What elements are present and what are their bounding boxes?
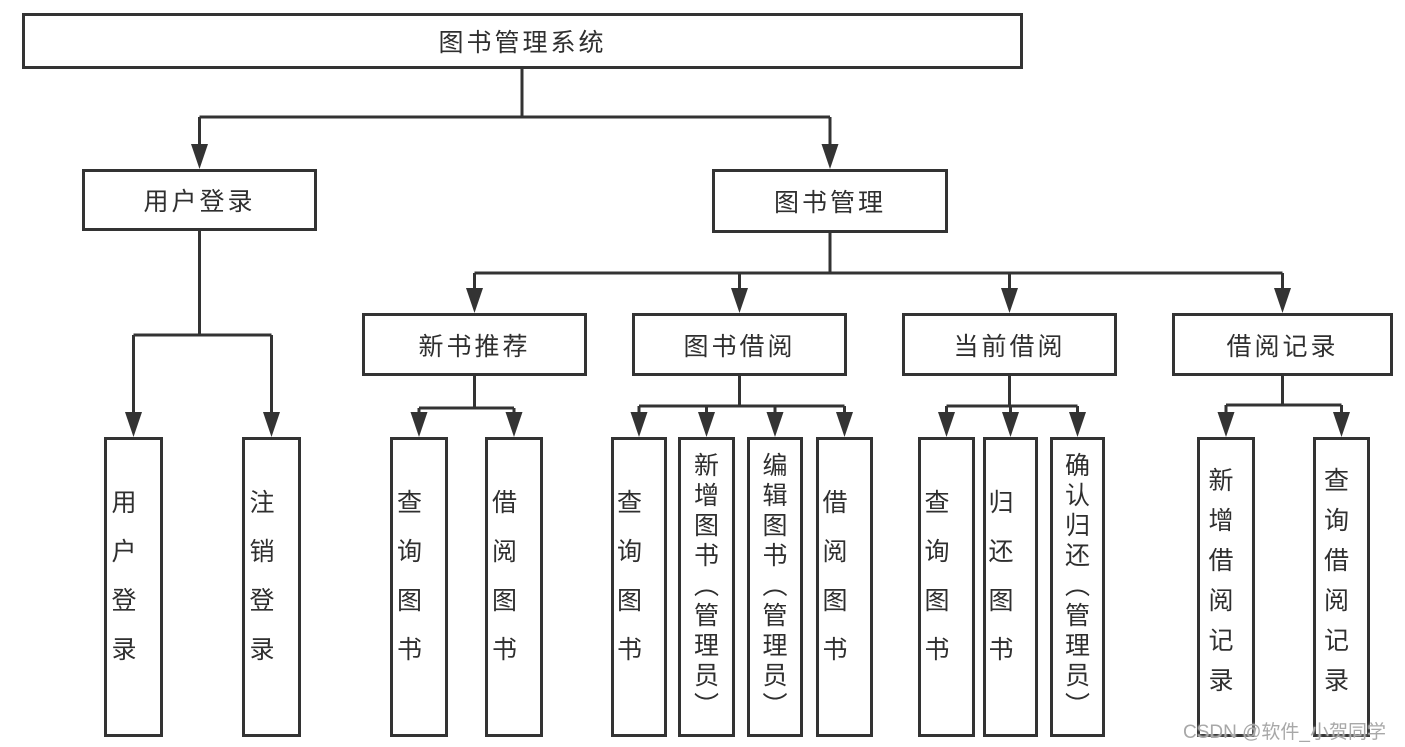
leaf-label: 新增借阅记录	[1205, 467, 1233, 707]
node-book-management: 图书管理	[712, 169, 948, 233]
leaf-label: 确认归还（管理员）	[1061, 452, 1090, 722]
arrowhead-icon	[1001, 288, 1018, 313]
leaf-query-books-recommend: 查询图书	[390, 437, 448, 737]
node-label: 当前借阅	[953, 332, 1066, 361]
arrowhead-icon	[731, 288, 748, 313]
leaf-add-borrow-record: 新增借阅记录	[1197, 437, 1255, 737]
arrowhead-icon	[1333, 412, 1350, 437]
node-user-login: 用户登录	[82, 169, 317, 231]
leaf-logout: 注销登录	[242, 437, 301, 737]
node-label: 新书推荐	[418, 332, 531, 361]
node-label: 图书管理	[773, 189, 886, 217]
leaf-label: 新增图书（管理员）	[690, 452, 719, 722]
arrowhead-icon	[466, 288, 483, 313]
leaf-label: 查询图书	[921, 489, 949, 685]
arrowhead-icon	[630, 412, 648, 437]
node-new-book-recommend: 新书推荐	[362, 313, 587, 376]
leaf-return-books: 归还图书	[983, 437, 1038, 737]
arrowhead-icon	[125, 412, 142, 437]
arrowhead-icon	[821, 144, 839, 169]
arrowhead-icon	[1217, 412, 1235, 437]
node-borrowing-records: 借阅记录	[1172, 313, 1393, 376]
leaf-add-book-admin: 新增图书（管理员）	[678, 437, 735, 737]
leaf-borrow-books-borrowing: 借阅图书	[816, 437, 873, 737]
leaf-borrow-books-recommend: 借阅图书	[485, 437, 543, 737]
arrowhead-icon	[1069, 412, 1086, 437]
leaf-label: 借阅图书	[488, 489, 517, 685]
node-current-borrowing: 当前借阅	[902, 313, 1117, 376]
leaf-label: 用户登录	[108, 489, 136, 685]
arrowhead-icon	[1002, 412, 1019, 437]
arrowhead-icon	[505, 412, 523, 437]
arrowhead-icon	[698, 412, 715, 437]
leaf-label: 归还图书	[985, 489, 1013, 685]
node-label: 图书管理系统	[438, 29, 607, 57]
leaf-confirm-return-admin: 确认归还（管理员）	[1050, 437, 1105, 737]
leaf-label: 查询图书	[613, 489, 642, 685]
node-library-management-system: 图书管理系统	[22, 13, 1023, 69]
node-label: 借阅记录	[1226, 332, 1339, 361]
node-label: 用户登录	[143, 188, 256, 216]
leaf-query-books-current: 查询图书	[918, 437, 975, 737]
leaf-label: 查询借阅记录	[1320, 467, 1349, 707]
arrowhead-icon	[938, 412, 955, 437]
arrowhead-icon	[263, 412, 280, 437]
arrowhead-icon	[1274, 288, 1291, 313]
leaf-edit-book-admin: 编辑图书（管理员）	[747, 437, 803, 737]
node-label: 图书借阅	[683, 332, 796, 361]
leaf-query-books-borrowing: 查询图书	[611, 437, 667, 737]
arrowhead-icon	[410, 412, 428, 437]
arrowhead-icon	[191, 144, 208, 169]
leaf-query-borrow-record: 查询借阅记录	[1313, 437, 1370, 737]
leaf-label: 编辑图书（管理员）	[759, 452, 787, 722]
node-book-borrowing: 图书借阅	[632, 313, 847, 376]
watermark-text: CSDN @软件_小贺同学	[1183, 722, 1386, 743]
arrowhead-icon	[836, 412, 853, 437]
arrowhead-icon	[766, 412, 784, 437]
leaf-user-login: 用户登录	[104, 437, 163, 737]
leaf-label: 注销登录	[246, 489, 274, 685]
leaf-label: 借阅图书	[819, 489, 847, 685]
leaf-label: 查询图书	[393, 489, 422, 685]
